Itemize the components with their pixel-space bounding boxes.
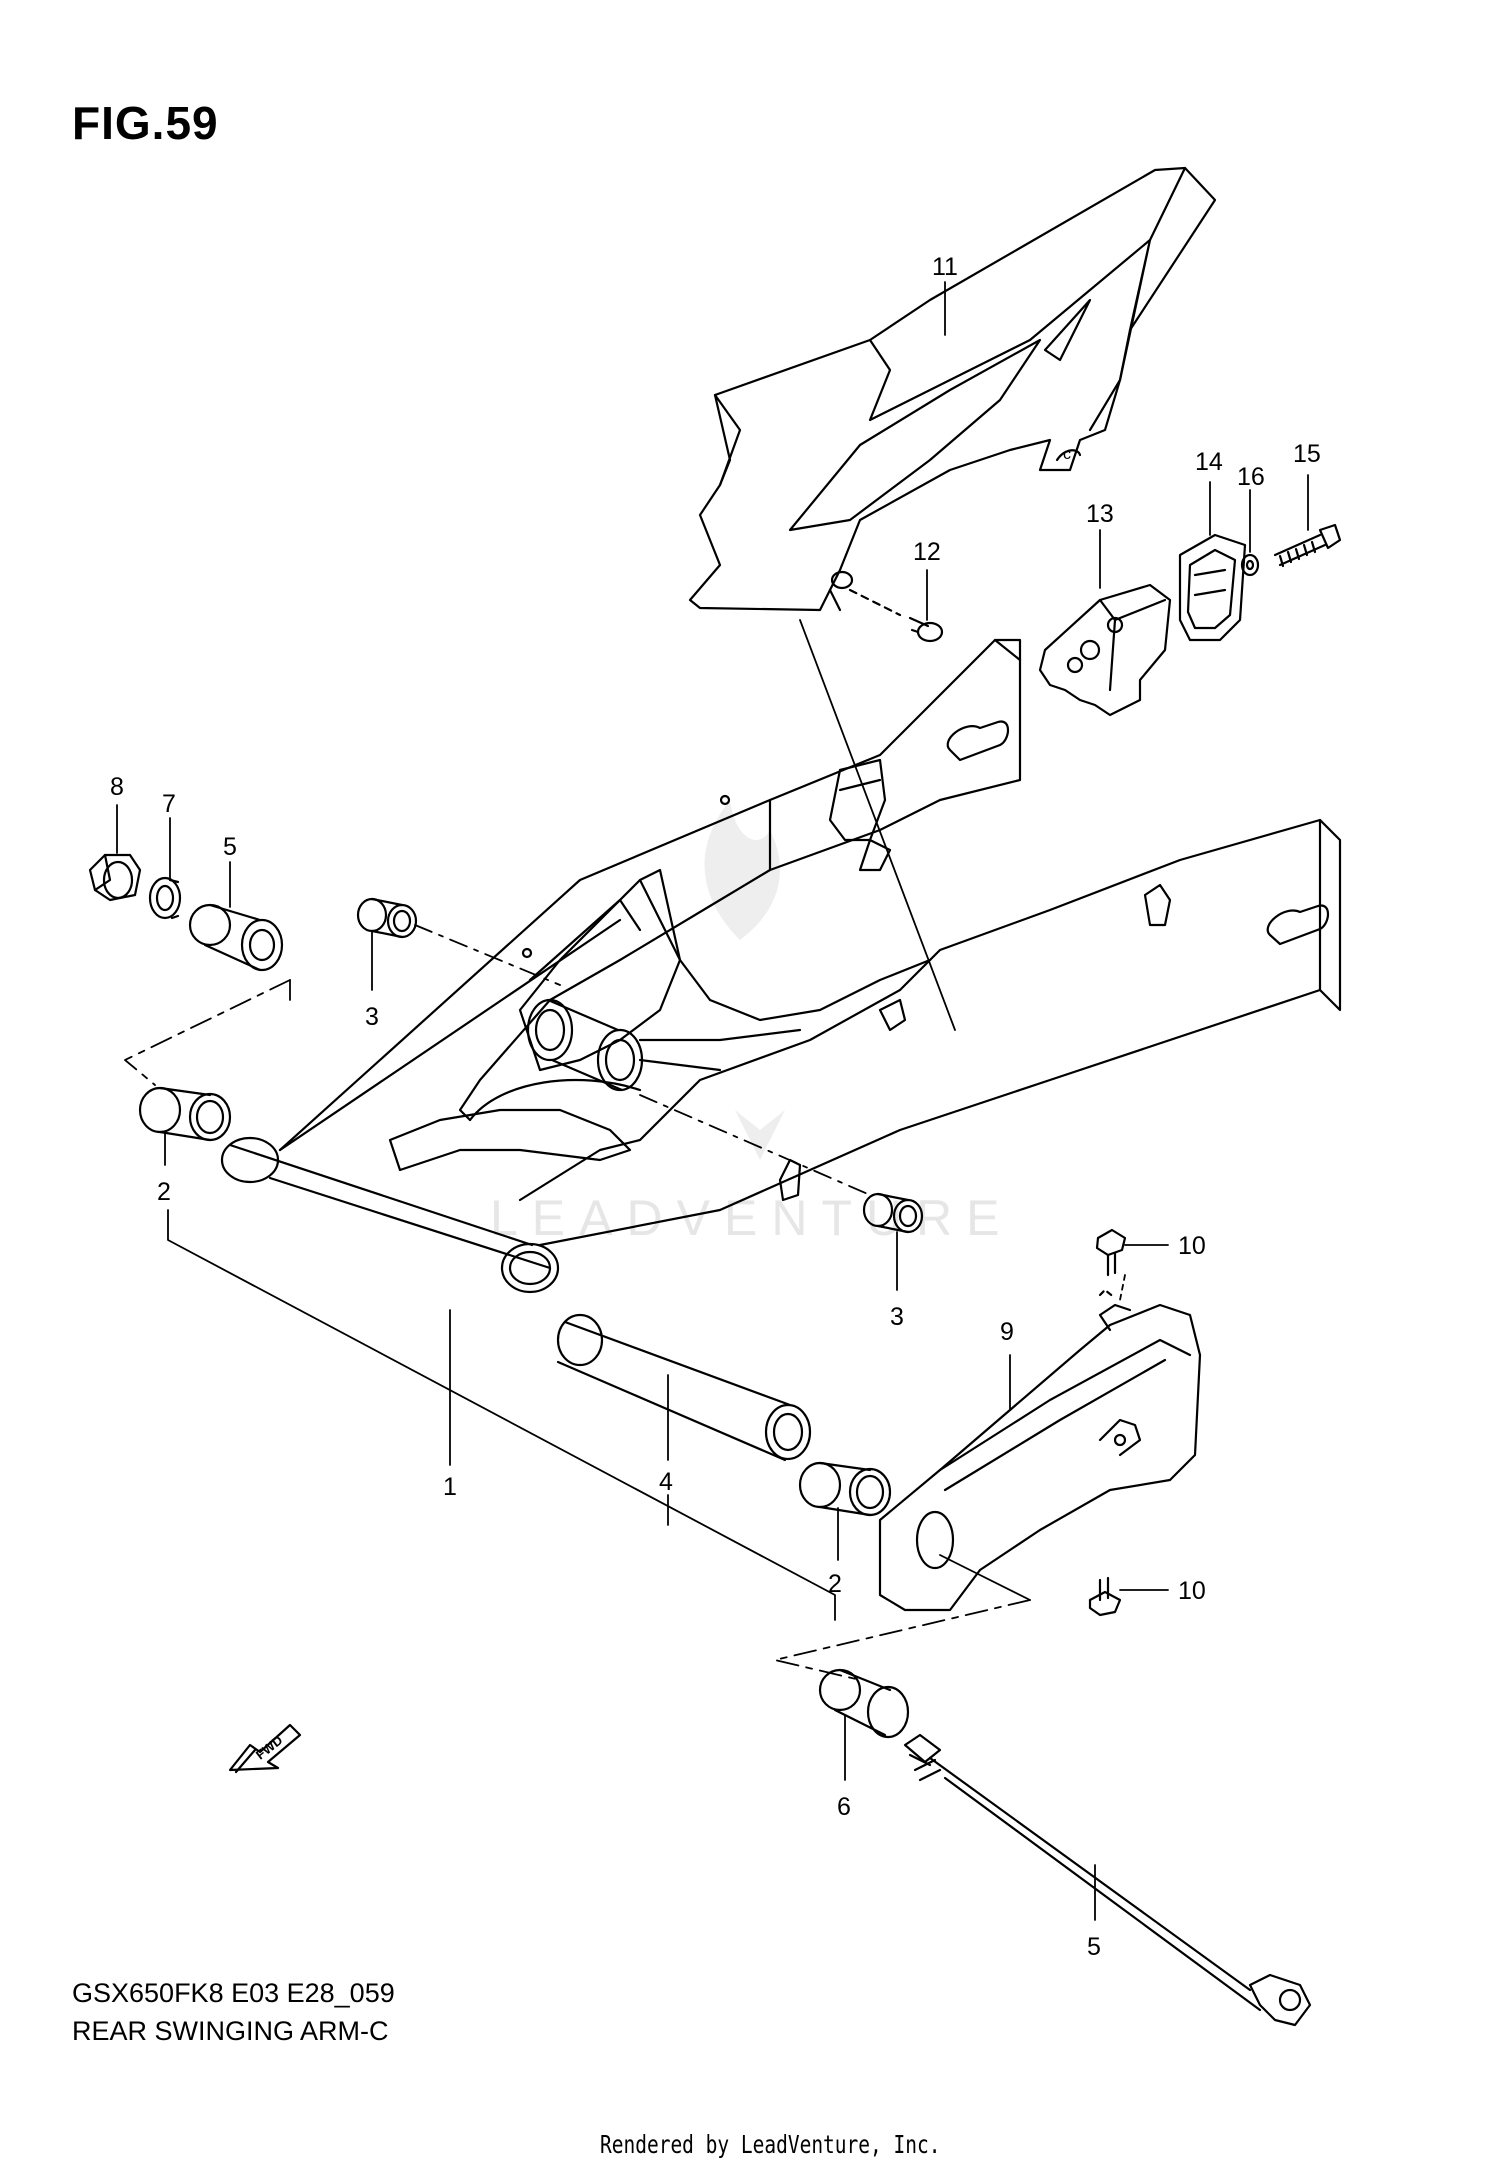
callout-labels: 11 12 13 14 16 15 8 7 5 3 2 1 4 3 10 9 2… [110,253,1321,1961]
bracket-part [1038,583,1172,717]
pivot-washer-part [148,876,182,920]
pivot-nut-part [88,853,142,902]
fwd-arrow-icon: FWD [228,1723,302,1774]
watermark-text: LEADVENTURE [490,1190,1014,1246]
render-credit: Rendered by LeadVenture, Inc. [600,2130,941,2159]
collar-part [818,1668,910,1739]
figure-title: FIG.59 [72,97,219,149]
pivot-bolt-part [903,1733,1312,2027]
leader-lines [116,281,1309,1921]
callout-1: 1 [443,1473,457,1501]
svg-text:c: c [1063,446,1071,463]
callout-12: 12 [913,538,941,566]
washer-part [1240,553,1260,577]
callout-3: 3 [365,1003,379,1031]
callout-10: 10 [1178,1232,1206,1260]
callout-9: 9 [1000,1318,1014,1346]
pad-part [1178,533,1247,642]
model-code: GSX650FK8 E03 E28_059 [72,1978,395,2008]
callout-15: 15 [1293,440,1321,468]
needle-bearing-part [862,1192,924,1234]
chain-guard-part [878,1303,1202,1612]
bolt-part [1273,523,1342,568]
pivot-shaft-part [556,1313,812,1462]
callout-16: 16 [1237,463,1265,491]
swingarm-part [220,638,1342,1294]
screw-part [848,588,944,643]
watermark-flame-icon [704,800,780,940]
callout-13: 13 [1086,500,1114,528]
bearing-part [138,1086,232,1142]
callout-3-lower: 3 [890,1303,904,1331]
callout-10-lower: 10 [1178,1577,1206,1605]
callout-8: 8 [110,773,124,801]
callout-4: 4 [659,1468,673,1496]
callout-11: 11 [932,253,958,281]
guard-bolt-part [1095,1228,1127,1300]
section-name: REAR SWINGING ARM-C [72,2016,389,2046]
callout-5-lower: 6 [837,1793,851,1821]
callout-14: 14 [1195,448,1223,476]
bearing-part [798,1461,892,1517]
callout-2-lower: 2 [828,1570,842,1598]
callout-2: 2 [157,1178,171,1206]
collar-part [188,903,284,972]
callout-5: 5 [223,833,237,861]
chain-case-part: c [688,166,1217,612]
callout-6: 5 [1087,1933,1101,1961]
guard-bolt-part [1088,1576,1122,1617]
watermark: LEADVENTURE [490,800,1014,1246]
needle-bearing-part [356,897,418,939]
callout-7: 7 [162,790,176,818]
